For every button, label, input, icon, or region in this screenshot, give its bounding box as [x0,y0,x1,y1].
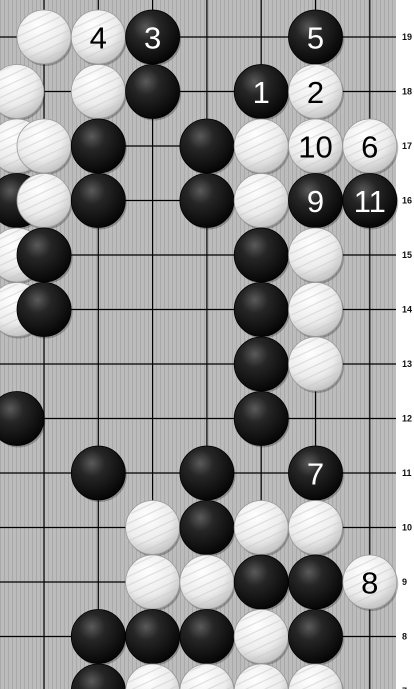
stone-shell-texture [235,175,287,227]
stone-body [289,610,343,664]
stone-shell-texture [235,120,287,172]
stone-body [71,610,125,664]
stone-shell-texture [290,338,342,390]
stone-body [17,228,71,282]
move-number: 3 [144,21,161,56]
move-number: 9 [307,184,324,219]
stone-body [71,446,125,500]
move-number: 11 [354,184,386,219]
move-number: 10 [298,130,332,165]
stone-body [234,392,288,446]
stone-shell-texture [235,611,287,663]
rank-label: 16 [402,196,412,206]
move-number: 5 [307,21,324,56]
stone-body [289,555,343,609]
move-number: 2 [307,75,324,110]
stone-body [126,65,180,119]
move-number: 7 [307,457,324,492]
rank-label: 10 [402,523,412,533]
stone-body [71,174,125,228]
move-number: 1 [253,75,270,110]
stone-body [180,174,234,228]
stone-shell-texture [181,556,233,608]
rank-label: 12 [402,414,412,424]
stone-shell-texture [127,556,179,608]
stone-shell-texture [290,502,342,554]
move-number: 6 [361,130,378,165]
rank-label: 15 [402,250,412,260]
rank-label: 17 [402,141,412,151]
stone-body [180,610,234,664]
stone-body [126,610,180,664]
stone-shell-texture [18,11,70,63]
move-number: 8 [361,566,378,601]
stone-body [234,337,288,391]
rank-label: 11 [402,468,412,478]
stone-body [71,119,125,173]
stone-shell-texture [290,284,342,336]
stone-shell-texture [18,120,70,172]
stone-body [180,119,234,173]
stone-body [234,228,288,282]
stone-body [234,283,288,337]
rank-label: 14 [402,305,412,315]
rank-label: 18 [402,87,412,97]
stone-body [180,446,234,500]
rank-label: 8 [402,632,407,642]
stone-shell-texture [235,502,287,554]
stone-shell-texture [18,175,70,227]
stone-body [180,501,234,555]
stone-body [17,283,71,337]
stone-shell-texture [72,66,124,118]
rank-label: 19 [402,32,412,42]
move-number: 4 [90,21,107,56]
stone-shell-texture [290,229,342,281]
rank-label: 9 [402,577,407,587]
stone-shell-texture [127,502,179,554]
rank-label: 13 [402,359,412,369]
stone-body [234,555,288,609]
